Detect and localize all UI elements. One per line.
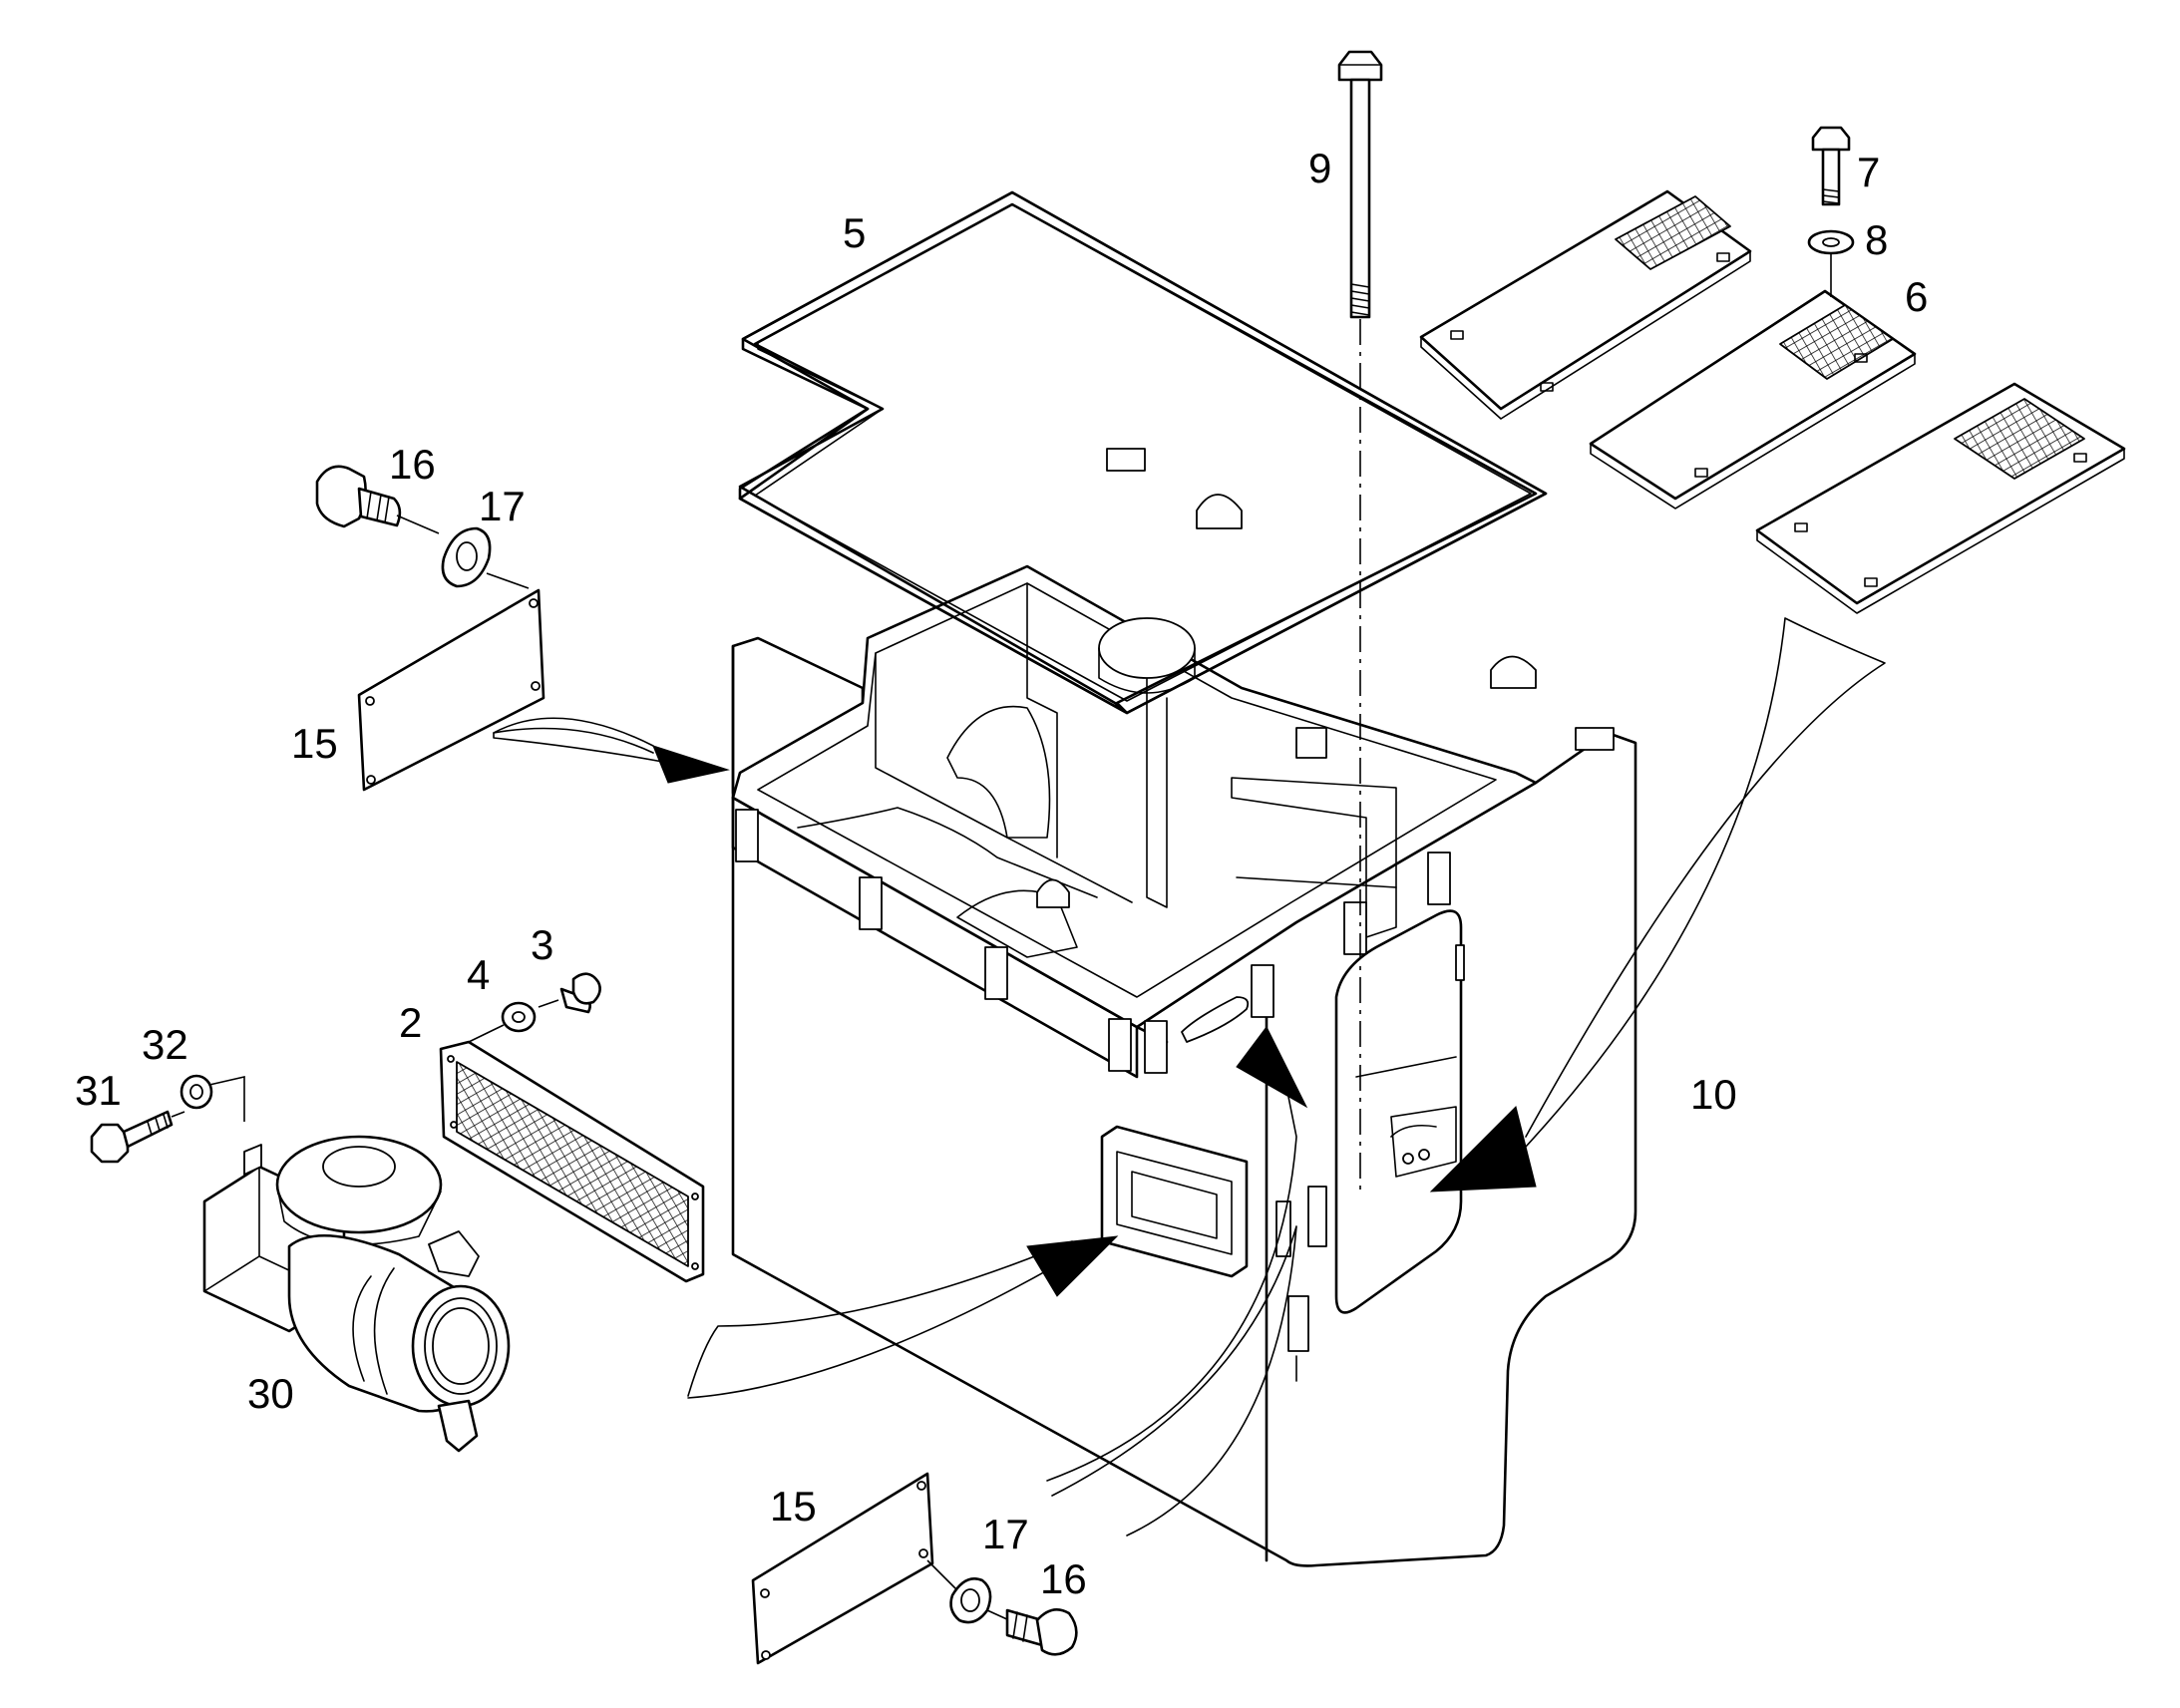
callout-labels: 9 7 8 6 5 16 17 15 3 4 2 32 31 30 10 15 …: [75, 145, 1928, 1602]
callout-16: 16: [389, 441, 436, 488]
callout-15: 15: [291, 720, 338, 767]
callout-10: 10: [1690, 1071, 1737, 1118]
callout-15b: 15: [770, 1483, 817, 1530]
washer-32: [180, 1074, 245, 1122]
washer-8: [1807, 229, 1855, 297]
grille-2: [439, 1040, 705, 1283]
plate-6-middle: [1589, 289, 1917, 510]
bolt-16-lower: [1005, 1608, 1078, 1656]
callout-4: 4: [467, 951, 490, 998]
assembly-arrows: [493, 617, 1886, 1537]
bolt-9: [1337, 50, 1383, 1196]
bolt-7: [1811, 126, 1851, 206]
callout-31: 31: [75, 1067, 122, 1114]
callout-32: 32: [142, 1021, 188, 1068]
plate-6-lower: [1755, 382, 2126, 614]
callout-5: 5: [843, 209, 866, 256]
callout-16b: 16: [1040, 1555, 1087, 1602]
callout-6: 6: [1905, 273, 1928, 320]
callout-2: 2: [399, 999, 422, 1046]
washer-4: [468, 1001, 537, 1043]
blower-30: [202, 1135, 511, 1453]
washer-17-upper: [441, 526, 530, 589]
callout-3: 3: [531, 921, 553, 968]
callout-7: 7: [1857, 149, 1880, 195]
plate-6-upper: [1419, 189, 1752, 420]
callout-17: 17: [479, 483, 526, 529]
bolt-31: [90, 1110, 185, 1164]
callout-17b: 17: [982, 1511, 1029, 1557]
cover-plate-15-lower: [751, 1472, 958, 1665]
bolt-16-upper: [315, 465, 440, 534]
gasket-frame: [738, 190, 1548, 715]
callout-8: 8: [1865, 216, 1888, 263]
housing-body: [731, 448, 1637, 1567]
callout-30: 30: [247, 1370, 294, 1417]
cover-plate-15-upper: [357, 588, 545, 792]
washer-17-lower: [949, 1577, 1010, 1624]
callout-9: 9: [1308, 145, 1331, 191]
bolt-3: [538, 972, 601, 1014]
